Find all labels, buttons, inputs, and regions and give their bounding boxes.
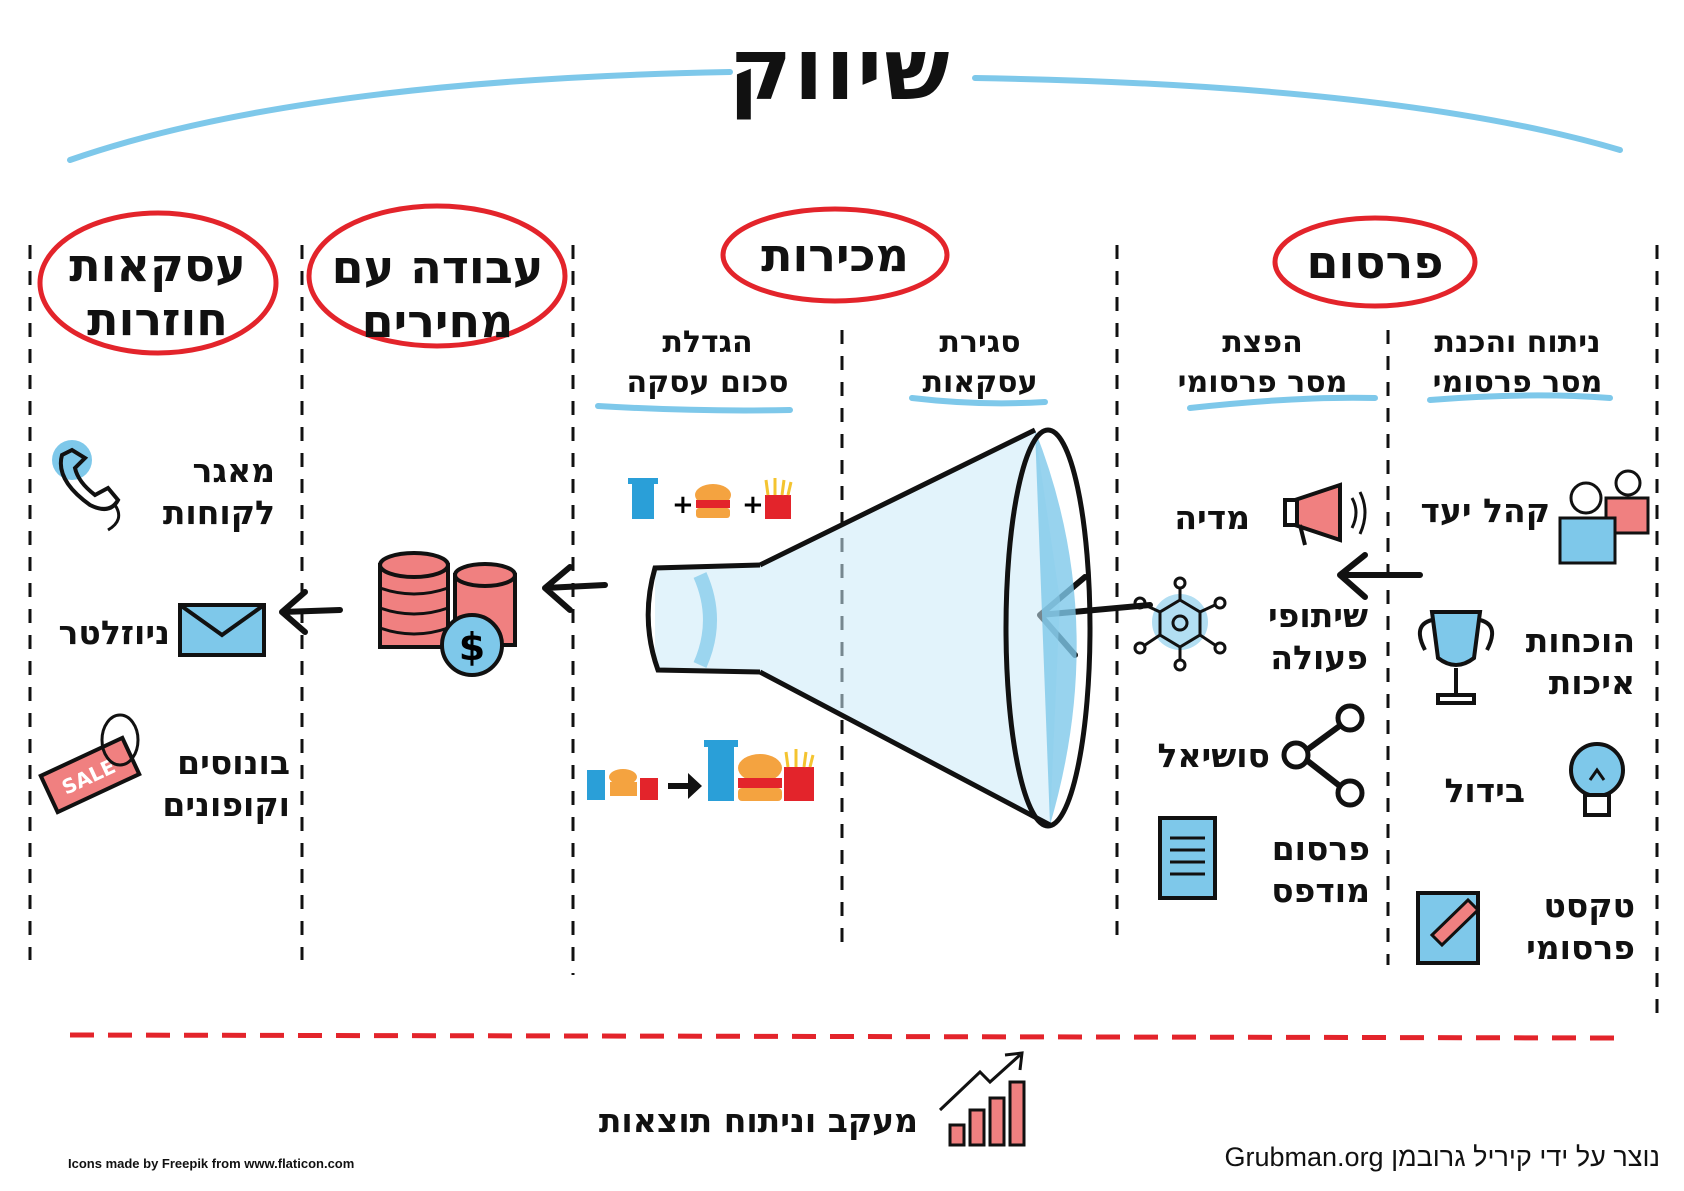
envelope-icon xyxy=(178,603,266,657)
item-media: מדיה xyxy=(1174,498,1250,537)
item-partnerships: שיתופי פעולה xyxy=(1248,595,1368,679)
network-icon xyxy=(1133,576,1227,672)
tracking-label: מעקב וניתוח תוצאות xyxy=(598,1101,918,1140)
subheading-closing-line-1: סגירת xyxy=(939,325,1021,360)
heading-circle-advertising xyxy=(1272,215,1478,309)
svg-text:+: + xyxy=(672,490,694,520)
item-ad-text: טקסט פרסומי xyxy=(1515,885,1635,969)
heading-pricing: עבודה עם מחירים xyxy=(305,240,570,348)
heading-circle-sales xyxy=(720,206,950,304)
svg-text:$: $ xyxy=(459,625,485,669)
page-title: שיווק xyxy=(728,20,952,120)
heading-repeat-line-2: חוזרות xyxy=(87,292,228,346)
subheading-distribution: הפצת מסר פרסומי xyxy=(1140,323,1385,403)
arrow-funnel-to-coins xyxy=(542,564,608,613)
lightbulb-icon xyxy=(1569,742,1625,817)
subheading-closing-line-2: עסקאות xyxy=(922,365,1038,400)
megaphone-icon xyxy=(1283,482,1367,546)
heading-circle-pricing xyxy=(306,203,568,349)
item-bonuses-line-1: בונוסים xyxy=(177,743,290,782)
item-quality-proof-line-1: הוכחות xyxy=(1525,621,1635,660)
icons-credit: Icons made by Freepik from www.flaticon.… xyxy=(68,1156,355,1171)
item-quality-proof-line-2: איכות xyxy=(1548,663,1635,702)
document-pencil-icon xyxy=(1416,891,1481,965)
heading-circle-repeat xyxy=(37,210,279,356)
item-ad-text-line-2: פרסומי xyxy=(1526,928,1635,967)
heading-repeat-line-1: עסקאות xyxy=(69,238,246,292)
title-arc-left xyxy=(67,69,733,163)
svg-text:+: + xyxy=(742,490,764,520)
arrow-coins-to-newsletter xyxy=(279,589,343,635)
sub-underlines xyxy=(595,392,1613,414)
combo-meal-icon: + + xyxy=(628,478,793,520)
coins-dollar-icon: $ xyxy=(378,551,517,677)
subheading-increase-line-2: סכום עסקה xyxy=(626,365,789,400)
item-newsletter: ניוזלטר xyxy=(58,613,170,652)
item-customer-db: מאגר לקוחות xyxy=(140,450,275,534)
subheading-increase: הגדלת סכום עסקה xyxy=(590,323,825,403)
bar-chart-growth-icon xyxy=(938,1051,1026,1147)
subheading-analysis-line-2: מסר פרסומי xyxy=(1432,365,1603,400)
footer-divider xyxy=(69,1032,1616,1041)
heading-repeat: עסקאות חוזרות xyxy=(40,238,275,346)
subheading-distribution-line-1: הפצת xyxy=(1222,325,1303,360)
heading-pricing-line-2: מחירים xyxy=(361,294,514,348)
phone-icon xyxy=(52,440,121,532)
subheading-closing: סגירת עסקאות xyxy=(880,323,1080,403)
people-icon xyxy=(1558,469,1650,565)
share-icon xyxy=(1281,703,1365,808)
subheading-analysis-line-1: ניתוח והכנת xyxy=(1434,325,1601,360)
item-partnerships-line-1: שיתופי xyxy=(1267,596,1368,635)
item-ad-text-line-1: טקסט xyxy=(1543,886,1635,925)
item-customer-db-line-1: מאגר xyxy=(192,451,275,490)
item-social: סושיאל xyxy=(1157,736,1271,775)
item-quality-proof: הוכחות איכות xyxy=(1505,620,1635,704)
title-arc-right xyxy=(972,75,1623,153)
upsize-meal-icon xyxy=(587,740,815,801)
item-print-ad: פרסום מודפס xyxy=(1240,828,1370,912)
item-bonuses: בונוסים וקופונים xyxy=(145,742,290,826)
item-partnerships-line-2: פעולה xyxy=(1270,638,1368,677)
printed-page-icon xyxy=(1158,816,1217,900)
arrow-analysis-to-distribution xyxy=(1337,552,1423,600)
subheading-analysis: ניתוח והכנת מסר פרסומי xyxy=(1390,323,1645,403)
item-bonuses-line-2: וקופונים xyxy=(162,785,290,824)
item-customer-db-line-2: לקוחות xyxy=(162,493,275,532)
author-credit: נוצר על ידי קיריל גרובמן Grubman.org xyxy=(1224,1142,1661,1172)
item-print-ad-line-1: פרסום xyxy=(1271,829,1370,868)
heading-pricing-line-1: עבודה עם xyxy=(331,240,544,294)
trophy-icon xyxy=(1417,610,1495,705)
heading-sales: מכירות xyxy=(761,228,909,282)
heading-advertising: פרסום xyxy=(1306,235,1444,289)
subheading-distribution-line-2: מסר פרסומי xyxy=(1177,365,1348,400)
item-print-ad-line-2: מודפס xyxy=(1271,871,1370,910)
funnel-icon xyxy=(645,427,1093,829)
sale-tag-icon: SALE xyxy=(38,713,142,815)
subheading-increase-line-1: הגדלת xyxy=(662,325,753,360)
item-target-audience: קהל יעד xyxy=(1420,491,1550,530)
item-differentiation: בידול xyxy=(1444,771,1525,810)
